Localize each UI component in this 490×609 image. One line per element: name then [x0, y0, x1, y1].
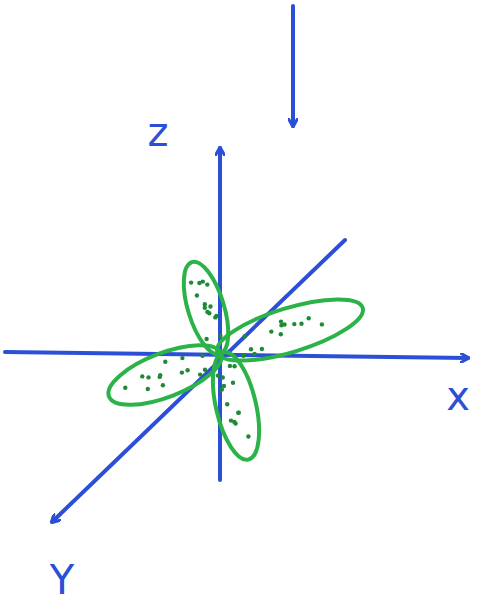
lobe-dot [243, 334, 247, 338]
lobe-dot [222, 384, 226, 388]
lobe-dot [185, 368, 189, 372]
lobe-dot [203, 302, 207, 306]
lobe-dot [232, 364, 236, 368]
lobe-dot [282, 322, 286, 326]
lobe-dot [189, 280, 193, 284]
orbital-lobe [204, 348, 268, 464]
lobe-dot [208, 304, 212, 308]
orbital-lobe [101, 333, 229, 417]
lobe-dot [195, 293, 199, 297]
lobe-dot [225, 402, 229, 406]
y-axis [52, 240, 345, 522]
lobe-dot [231, 381, 235, 385]
lobe-dot [279, 319, 283, 323]
lobe-dot [246, 434, 250, 438]
lobe-dot [205, 282, 209, 286]
lobe-dot [146, 375, 150, 379]
lobe-dot [180, 356, 184, 360]
lobe-dot [205, 310, 209, 314]
lobe-dot [140, 374, 144, 378]
lobe-dot [198, 372, 202, 376]
lobe-dot [237, 410, 241, 414]
lobe-dot [163, 360, 167, 364]
lobe-dot [269, 329, 273, 333]
axis-label: x [446, 376, 470, 416]
lobe-dot [204, 337, 208, 341]
lobe-dot [229, 418, 233, 422]
lobe-dot [180, 370, 184, 374]
lobe-dot [213, 315, 217, 319]
lobe-dot [123, 386, 127, 390]
axis-label: Y [50, 560, 74, 600]
lobe-dot [218, 334, 222, 338]
lobe-dot [146, 387, 150, 391]
lobe-dot [307, 316, 311, 320]
lobe-dot [203, 368, 207, 372]
lobe-dot [228, 364, 232, 368]
lobe-dot [260, 347, 264, 351]
lobe-dot [216, 373, 220, 377]
lobe-dot [299, 322, 303, 326]
incoming-arrow [291, 6, 295, 126]
lobe-dot [241, 354, 245, 358]
lobe-dot [233, 421, 237, 425]
lobe-dot [320, 322, 324, 326]
lobe-dot [158, 373, 162, 377]
lobe-dot [252, 352, 256, 356]
orbital-lobe [211, 287, 369, 374]
lobe-dot [197, 281, 201, 285]
lobe-dot [200, 354, 204, 358]
lobe-dot [221, 375, 225, 379]
lobe-dot [161, 383, 165, 387]
lobe-dot [279, 332, 283, 336]
lobe-dot [292, 322, 296, 326]
lobe-dot [249, 347, 253, 351]
lobe-dot [236, 411, 240, 415]
axis-label: z [148, 112, 169, 152]
